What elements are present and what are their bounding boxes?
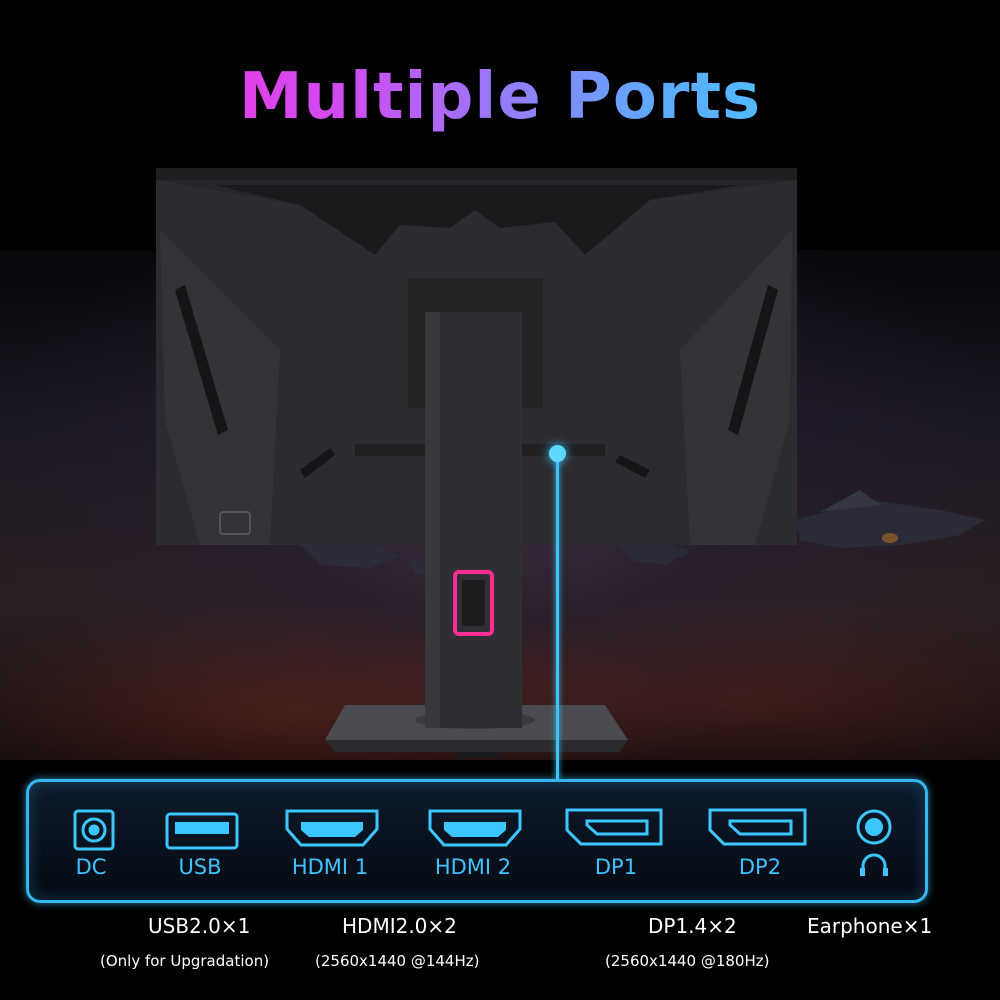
- spec-usb-note: (Only for Upgradation): [100, 952, 270, 970]
- monitor-stand: [325, 312, 628, 758]
- spec-dp-note: (2560x1440 @180Hz): [605, 952, 770, 970]
- headphones-icon: [860, 853, 888, 876]
- port-label-dc: DC: [75, 855, 107, 879]
- displayport-icon: [708, 808, 807, 846]
- spec-earphone: Earphone×1: [807, 914, 933, 938]
- dc-power-icon: [73, 809, 115, 851]
- hdmi-port-icon: [285, 809, 379, 847]
- port-label-dp2: DP2: [738, 855, 782, 879]
- port-label-hdmi2: HDMI 2: [434, 855, 512, 879]
- callout-dot: [549, 445, 566, 462]
- usb-port-icon: [165, 812, 239, 850]
- earphone-jack-icon: [856, 809, 892, 845]
- spec-usb: USB2.0×1: [148, 914, 251, 938]
- monitor-body: [156, 168, 797, 545]
- callout-line: [556, 456, 559, 781]
- spec-dp: DP1.4×2: [648, 914, 737, 938]
- spec-hdmi-note: (2560x1440 @144Hz): [315, 952, 480, 970]
- port-label-dp1: DP1: [594, 855, 638, 879]
- displayport-icon: [565, 808, 663, 846]
- page-title: Multiple Ports: [0, 60, 1000, 134]
- ports-panel: [26, 779, 928, 903]
- port-label-usb: USB: [178, 855, 222, 879]
- hdmi-port-icon: [428, 809, 522, 847]
- port-label-hdmi1: HDMI 1: [291, 855, 369, 879]
- spec-hdmi: HDMI2.0×2: [342, 914, 457, 938]
- ports-icons: [73, 808, 892, 876]
